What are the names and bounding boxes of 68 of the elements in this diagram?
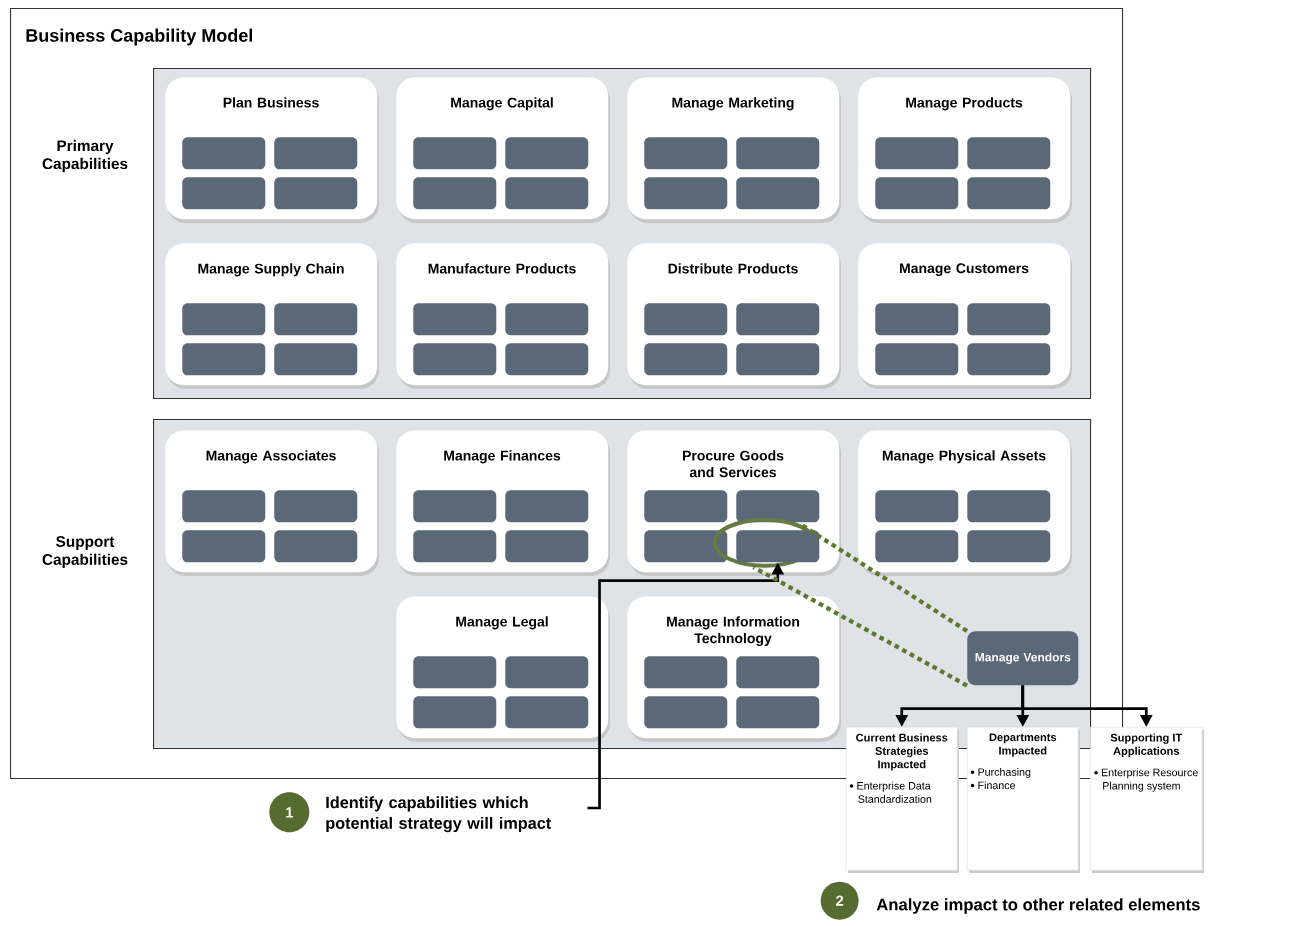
sub-capability-box xyxy=(505,343,589,376)
info-box: Current Business Strategies Impacted Enterprise Data Standardization xyxy=(846,727,959,873)
sub-capability-box xyxy=(644,177,728,210)
sub-capability-box xyxy=(967,343,1051,376)
sub-capability-box xyxy=(967,177,1051,210)
sub-capability-box xyxy=(505,530,589,563)
sub-capability-box xyxy=(736,530,820,563)
sub-capability-box xyxy=(736,177,820,210)
sub-capability-box xyxy=(182,303,266,336)
sub-capability-box xyxy=(736,656,820,689)
sub-capability-box xyxy=(644,137,728,170)
sub-capability-box xyxy=(182,137,266,170)
sub-capability-box xyxy=(505,177,589,210)
sub-capability-box xyxy=(875,303,959,336)
sub-capability-box xyxy=(967,137,1051,170)
frame-heading: Business Capability Model xyxy=(26,28,253,46)
sub-capability-box xyxy=(644,490,728,523)
sub-capability-box xyxy=(875,137,959,170)
sub-capability-box xyxy=(967,530,1051,563)
sub-capability-box xyxy=(644,656,728,689)
sub-capability-box xyxy=(967,303,1051,336)
sub-capability-box xyxy=(182,530,266,563)
sub-capability-box xyxy=(644,303,728,336)
sub-capability-box xyxy=(644,343,728,376)
sub-capability-box xyxy=(413,343,497,376)
sub-capability-box xyxy=(413,696,497,729)
sub-capability-box xyxy=(413,490,497,523)
sub-capability-box xyxy=(505,137,589,170)
info-box: Departments Impacted Purchasing Finance xyxy=(967,727,1080,873)
band-label: Support Capabilities xyxy=(42,536,128,568)
sub-capability-box xyxy=(413,530,497,563)
sub-capability-box xyxy=(182,343,266,376)
step-text: Analyze impact to other related elements xyxy=(876,898,1200,914)
sub-capability-box xyxy=(875,343,959,376)
sub-capability-box xyxy=(182,490,266,523)
sub-capability-box xyxy=(505,490,589,523)
sub-capability-box xyxy=(413,656,497,689)
sub-capability-box xyxy=(875,530,959,563)
sub-capability-box xyxy=(875,177,959,210)
sub-capability-box xyxy=(644,530,728,563)
sub-capability-box xyxy=(505,696,589,729)
sub-capability-box xyxy=(274,530,358,563)
step-badge: 1 xyxy=(269,792,310,833)
sub-capability-box xyxy=(274,177,358,210)
sub-capability-box xyxy=(875,490,959,523)
step-text: Identify capabilities which potential strategy will impact xyxy=(326,796,552,833)
sub-capability-box xyxy=(736,490,820,523)
capability-box: Manage Vendors xyxy=(967,631,1079,686)
sub-capability-box xyxy=(274,490,358,523)
sub-capability-box xyxy=(736,696,820,729)
sub-capability-box xyxy=(413,177,497,210)
sub-capability-box xyxy=(182,177,266,210)
sub-capability-box xyxy=(505,656,589,689)
sub-capability-box xyxy=(274,137,358,170)
step-badge: 2 xyxy=(820,881,859,920)
band-label: Primary Capabilities xyxy=(42,139,128,173)
info-box: Supporting IT Applications Enterprise Resource Planning system xyxy=(1090,727,1204,873)
sub-capability-box xyxy=(736,343,820,376)
sub-capability-box xyxy=(736,303,820,336)
sub-capability-box xyxy=(274,303,358,336)
sub-capability-box xyxy=(644,696,728,729)
sub-capability-box xyxy=(413,303,497,336)
sub-capability-box xyxy=(967,490,1051,523)
sub-capability-box xyxy=(413,137,497,170)
sub-capability-box xyxy=(736,137,820,170)
sub-capability-box xyxy=(505,303,589,336)
sub-capability-box xyxy=(274,343,358,376)
dotted-line xyxy=(752,565,969,688)
